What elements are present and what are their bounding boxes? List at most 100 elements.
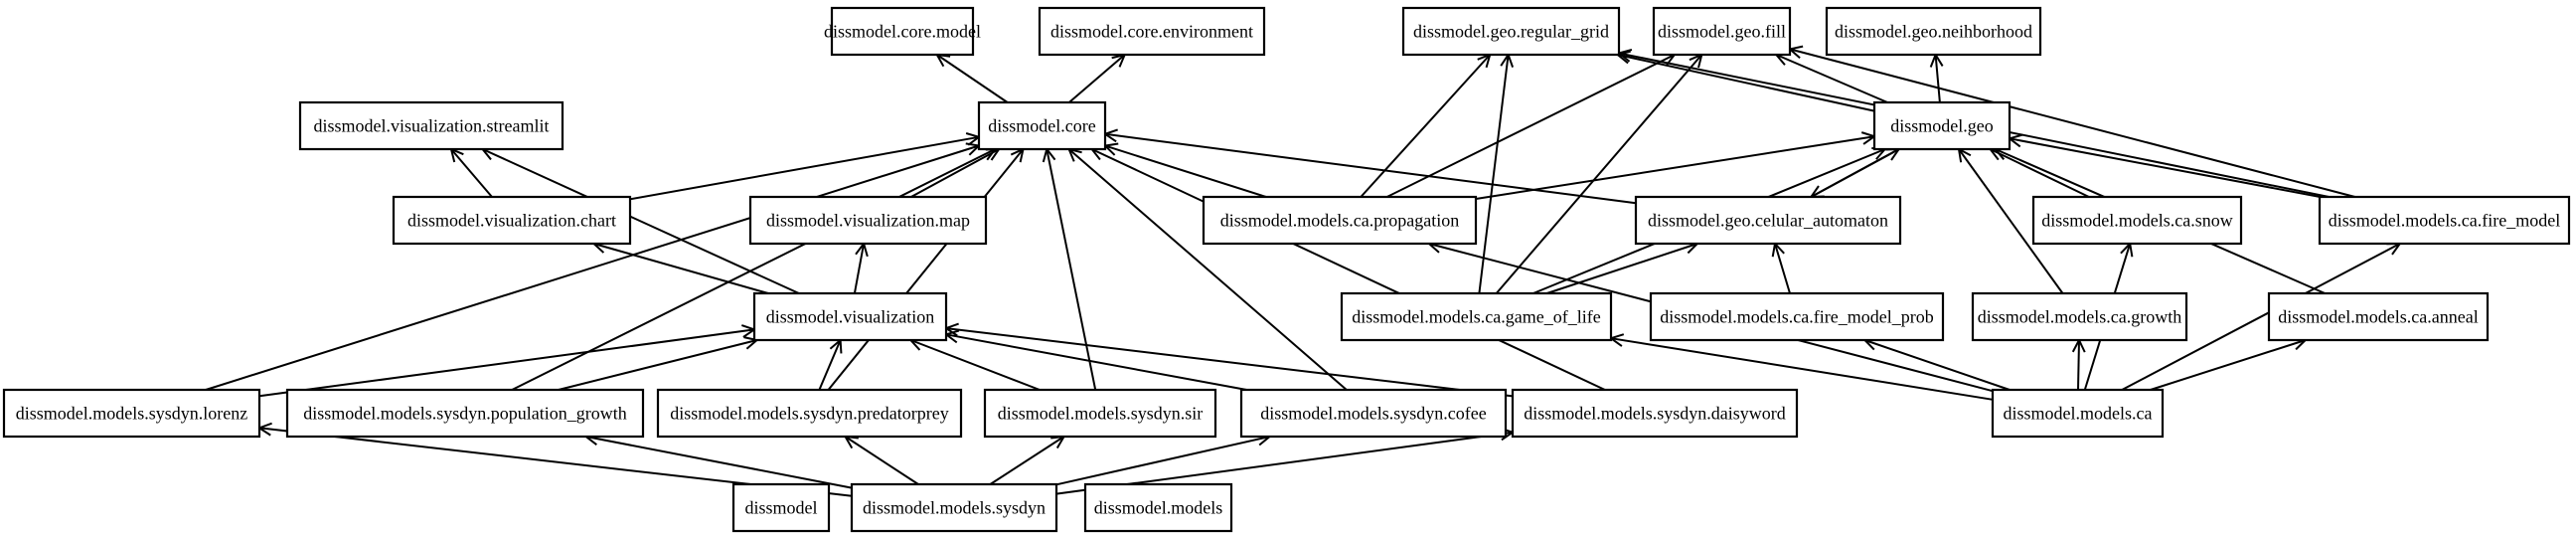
node-box — [1825, 6, 2042, 57]
node-label: dissmodel.geo.neihborhood — [1835, 22, 2032, 42]
edge-vis-to-vis_stream — [483, 149, 800, 294]
edge-sd_cofee-to-vis — [946, 334, 1247, 391]
edge-sd_pop-to-vis — [558, 340, 757, 391]
node-box — [1971, 291, 2188, 342]
edge-sysdyn-to-sd_cofee — [1055, 437, 1270, 486]
edge-sd_daisy-to-vis — [946, 328, 1514, 398]
node-box — [1991, 388, 2165, 439]
node-box — [392, 195, 632, 246]
node-box — [977, 100, 1107, 151]
node-label: dissmodel — [744, 498, 817, 518]
node-sysdyn: dissmodel.models.sysdyn — [850, 482, 1058, 533]
node-box — [656, 388, 963, 439]
edge-vis_chart-to-core — [629, 137, 979, 201]
edge-ca-to-ca_growth — [2078, 340, 2079, 391]
node-layer: dissmodel.core.model dissmodel.core.envir… — [2, 6, 2571, 533]
edge-sd_daisy-to-core — [1092, 149, 1606, 391]
node-label: dissmodel.models.sysdyn.predatorprey — [670, 404, 948, 424]
edge-ca_growth-to-geo — [1959, 149, 2064, 294]
node-core-model: dissmodel.core.model — [824, 6, 981, 57]
node-ca-fireprob: dissmodel.models.ca.fire_model_prob — [1649, 291, 1945, 342]
node-box — [1202, 195, 1478, 246]
node-label: dissmodel.visualization.map — [766, 211, 970, 231]
node-box — [2, 388, 261, 439]
node-box — [1634, 195, 1902, 246]
edge-sd_pred-to-vis — [818, 340, 840, 391]
node-vis: dissmodel.visualization — [752, 291, 948, 342]
edge-layer — [205, 49, 2400, 497]
node-ca-growth: dissmodel.models.ca.growth — [1971, 291, 2188, 342]
node-ca: dissmodel.models.ca — [1991, 388, 2165, 439]
node-box — [1511, 388, 1799, 439]
edge-sysdyn-to-sd_pop — [586, 437, 853, 489]
node-label: dissmodel.visualization.streamlit — [314, 116, 550, 136]
node-label: dissmodel.models.ca.game_of_life — [1352, 307, 1600, 327]
node-box — [1401, 6, 1621, 57]
edge-sd_pop-to-core — [511, 149, 995, 391]
node-box — [752, 291, 948, 342]
edge-geo-to-geo_neib — [1936, 55, 1940, 103]
node-geo-fill: dissmodel.geo.fill — [1652, 6, 1792, 57]
node-geo-neib: dissmodel.geo.neihborhood — [1825, 6, 2042, 57]
edge-ca-to-ca_anneal — [2150, 340, 2306, 391]
edge-ca-to-ca_fireprob — [1864, 340, 2011, 391]
node-core: dissmodel.core — [977, 100, 1107, 151]
node-box — [285, 388, 645, 439]
node-box — [748, 195, 988, 246]
node-label: dissmodel.core.model — [824, 22, 981, 42]
edge-vis_map-to-core — [910, 149, 999, 198]
node-sd-sir: dissmodel.models.sysdyn.sir — [983, 388, 1217, 439]
node-models: dissmodel.models — [1083, 482, 1233, 533]
edge-sysdyn-to-sd_sir — [989, 437, 1063, 485]
node-label: dissmodel.models.sysdyn — [863, 498, 1046, 518]
node-label: dissmodel.models.sysdyn.daisyword — [1524, 404, 1786, 424]
node-label: dissmodel.models.sysdyn.population_growt… — [303, 404, 627, 424]
node-geo: dissmodel.geo — [1872, 100, 2012, 151]
node-sd-pred: dissmodel.models.sysdyn.predatorprey — [656, 388, 963, 439]
node-box — [1652, 6, 1792, 57]
node-box — [1649, 291, 1945, 342]
node-label: dissmodel.visualization.chart — [407, 211, 616, 231]
node-label: dissmodel.geo.celular_automaton — [1648, 211, 1888, 231]
node-label: dissmodel.models.sysdyn.lorenz — [16, 404, 247, 424]
edge-ca-to-ca_gol — [1611, 338, 1994, 401]
node-label: dissmodel.models.ca.fire_model — [2329, 211, 2560, 231]
node-box — [2267, 291, 2490, 342]
node-sd-lorenz: dissmodel.models.sysdyn.lorenz — [2, 388, 261, 439]
edge-ca_gol-to-geo_fill — [1495, 55, 1702, 294]
node-box — [850, 482, 1058, 533]
node-label: dissmodel.models.ca.snow — [2041, 211, 2232, 231]
node-geo-grid: dissmodel.geo.regular_grid — [1401, 6, 1621, 57]
edge-sd_lorenz-to-core — [205, 146, 979, 391]
edge-ca_prop-to-geo_fill — [1386, 55, 1675, 198]
edge-sd_lorenz-to-vis — [258, 329, 754, 398]
edge-core-to-core_model — [937, 55, 1009, 103]
node-dissmodel: dissmodel — [731, 482, 831, 533]
node-label: dissmodel.core — [988, 116, 1095, 136]
edge-ca_fireprob-to-geo_ca — [1775, 244, 1791, 294]
edge-ca-to-ca_fire — [2121, 244, 2400, 391]
node-label: dissmodel.models.ca.growth — [1978, 307, 2181, 327]
node-box — [830, 6, 975, 57]
edge-sysdyn-to-sd_pred — [846, 437, 919, 485]
node-box — [731, 482, 831, 533]
edge-sd_sir-to-core — [1046, 149, 1097, 391]
node-box — [298, 100, 564, 151]
edge-ca_prop-to-core — [1105, 146, 1267, 198]
edge-sd_sir-to-vis — [910, 340, 1041, 391]
edge-sd_pred-to-core — [827, 149, 1024, 391]
node-label: dissmodel.models — [1094, 498, 1223, 518]
node-label: dissmodel.models.ca.propagation — [1220, 211, 1459, 231]
node-ca-gol: dissmodel.models.ca.game_of_life — [1340, 291, 1613, 342]
node-box — [1083, 482, 1233, 533]
node-box — [2318, 195, 2571, 246]
node-box — [1340, 291, 1613, 342]
edge-ca_fire-to-geo — [2010, 138, 2321, 198]
edge-geo_ca-to-core — [1105, 134, 1637, 205]
node-core-env: dissmodel.core.environment — [1038, 6, 1266, 57]
node-box — [1038, 6, 1266, 57]
node-sd-cofee: dissmodel.models.sysdyn.cofee — [1239, 388, 1508, 439]
edge-ca_fire-to-geo_fill — [1790, 49, 2355, 198]
node-vis-stream: dissmodel.visualization.streamlit — [298, 100, 564, 151]
